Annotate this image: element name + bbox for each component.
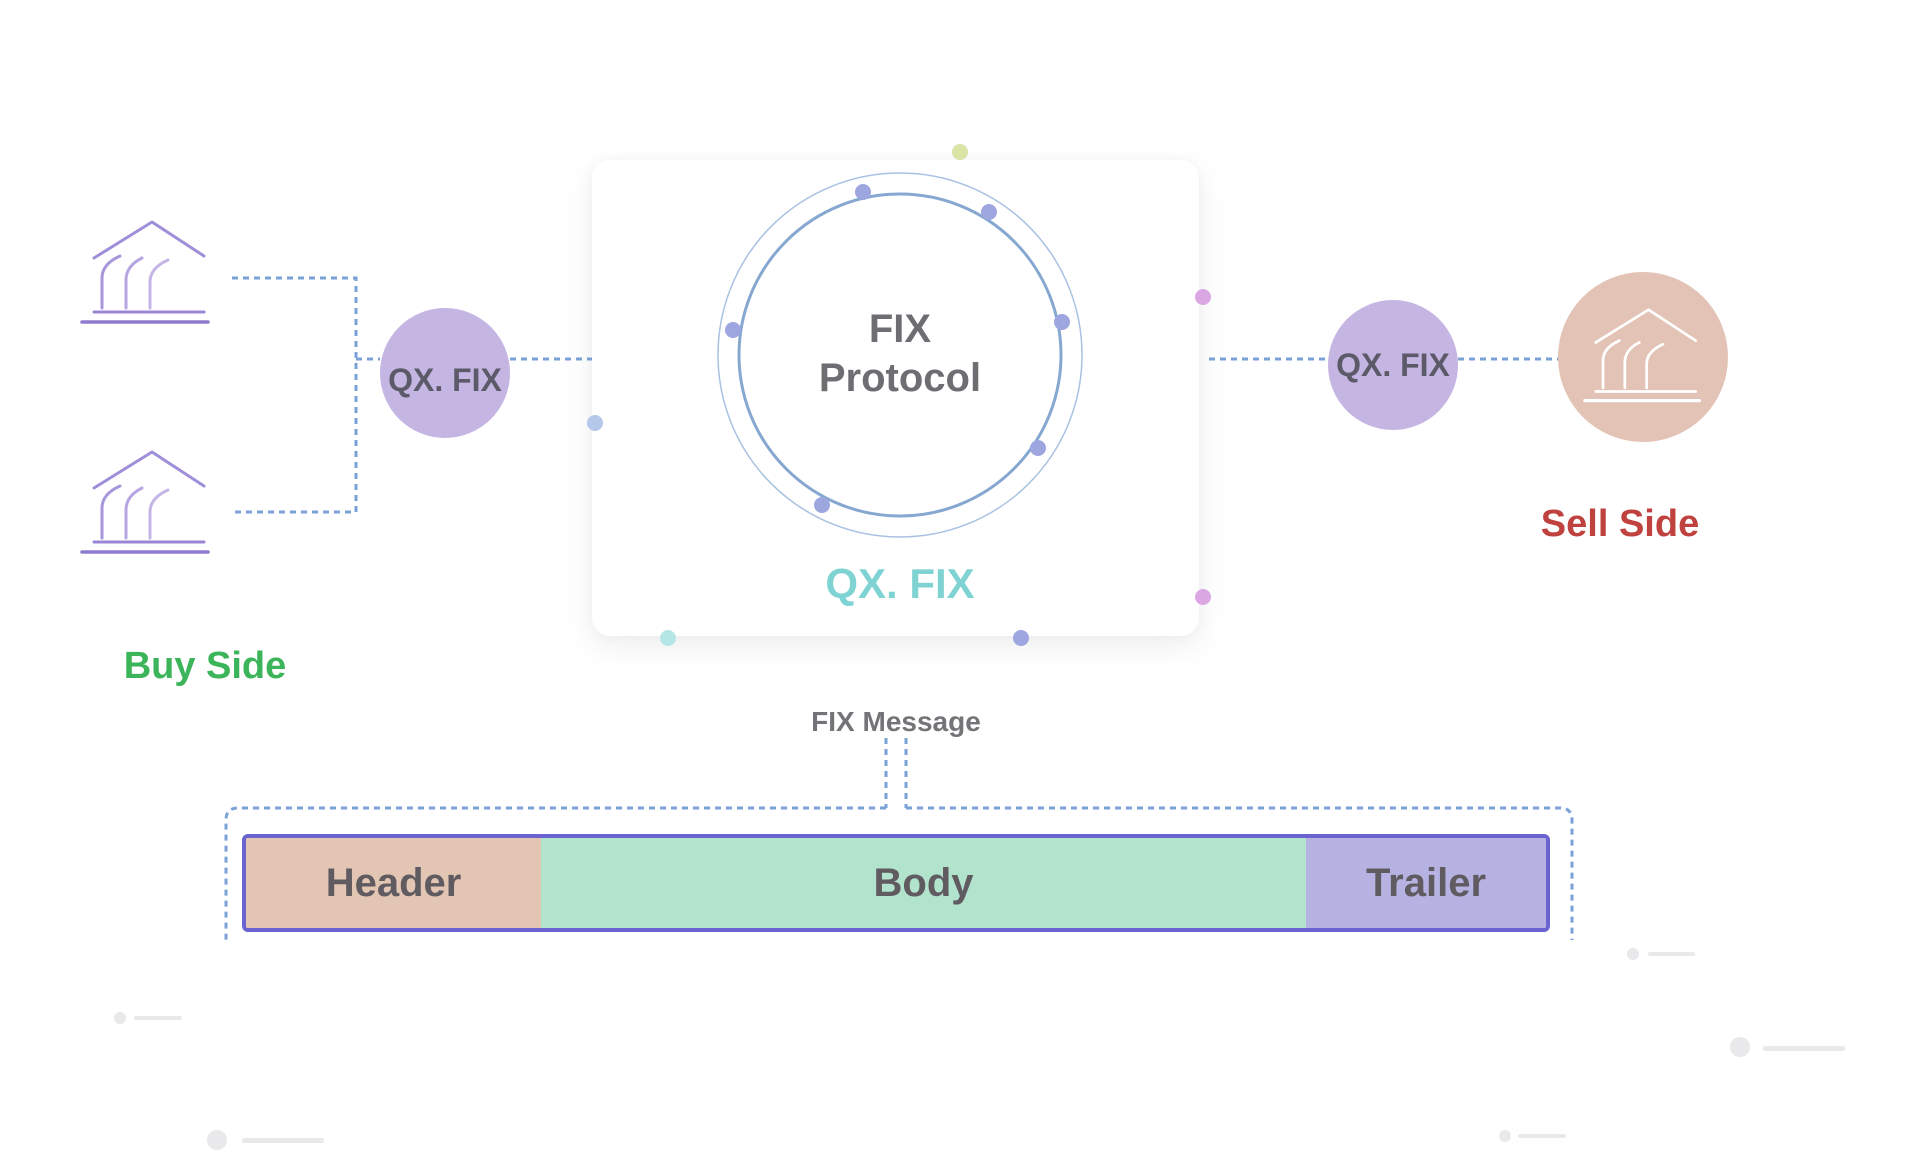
bank-building-icon — [80, 220, 210, 324]
sell-side-label: Sell Side — [1540, 503, 1700, 545]
bank-building-icon — [80, 450, 210, 554]
outer-ring — [717, 172, 1083, 538]
body-label: Body — [873, 860, 974, 905]
sell-gateway-label: QX. FIX — [1336, 346, 1450, 383]
floating-dots — [587, 144, 1211, 646]
fix-protocol-card — [592, 160, 1199, 636]
message-header-segment: Header — [246, 838, 541, 928]
fix-message-label: FIX Message — [811, 706, 981, 737]
fix-message-bar: Header Body Trailer — [242, 834, 1550, 932]
sell-institution-node — [1558, 272, 1728, 442]
buy-side-connectors — [232, 276, 592, 514]
protocol-title-line1: FIX — [868, 307, 932, 351]
header-label: Header — [325, 860, 462, 905]
platform-label: QX. FIX — [825, 560, 975, 607]
buy-gateway-node: QX. FIX — [380, 308, 510, 438]
bank-building-icon — [1583, 308, 1701, 403]
inner-ring — [737, 192, 1063, 518]
message-body-segment: Body — [541, 838, 1306, 928]
sell-gateway-node: QX. FIX — [1328, 300, 1458, 430]
trailer-label: Trailer — [1365, 860, 1487, 905]
protocol-title-line2: Protocol — [818, 356, 982, 400]
buy-side-label: Buy Side — [123, 645, 287, 687]
orbit-dots — [725, 184, 1070, 513]
message-trailer-segment: Trailer — [1306, 838, 1546, 928]
decorative-dashes — [114, 948, 1845, 1150]
buy-gateway-label: QX. FIX — [388, 361, 502, 398]
fix-message-connector — [224, 738, 1574, 940]
